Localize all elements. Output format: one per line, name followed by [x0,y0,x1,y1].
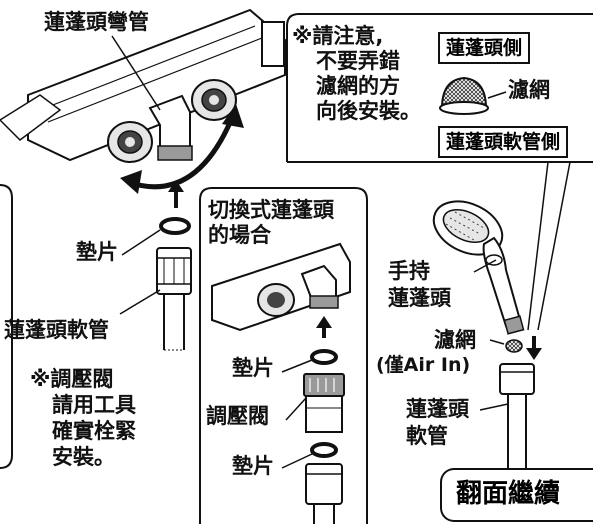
handheld-label: 手持 蓮蓬頭 [388,258,451,312]
switch-title-line-2: 的場合 [208,223,271,247]
switch-faucet-drawing [211,242,351,332]
faucet-body [0,8,286,162]
hose-side-tag: 蓮蓬頭軟管側 [438,126,569,158]
elbow-pipe-label: 蓮蓬頭彎管 [44,10,149,34]
faucet-left-connector [107,121,153,163]
valve-note: ※調壓閥 請用工具 確實栓緊 安裝。 [30,366,136,470]
hose-right-line-2: 軟管 [406,424,448,448]
small-filter-drawing [505,339,523,353]
gasket-mid-top-label: 墊片 [232,356,274,380]
gasket-mid-bottom-label: 墊片 [232,454,274,478]
left-frame [0,184,13,469]
handheld-line-1: 手持 [388,259,430,283]
valve-note-line-1: ※調壓閥 [30,367,114,391]
switch-title: 切換式蓮蓬頭 的場合 [208,198,334,248]
pressure-valve-drawing [303,373,345,433]
gasket-left-label: 墊片 [76,240,118,264]
rotation-arrow [127,117,235,190]
hose-mid-drawing [305,463,343,524]
switch-box-frame [199,187,368,524]
switch-title-line-1: 切換式蓮蓬頭 [208,198,334,222]
hose-left-drawing [156,247,192,351]
filter-note-line-1: ※請注意, [292,24,384,48]
hose-right-line-1: 蓮蓬頭 [406,397,469,421]
filter-icon-drawing [439,76,489,115]
gasket-left-drawing [159,217,191,235]
filter-direction-note: ※請注意, 不要弄錯 濾網的方 向後安裝。 [292,24,421,124]
filter-note-line-3: 濾網的方 [316,74,400,98]
hose-right-drawing [499,363,535,470]
filter-right-label: 濾網 [434,328,476,352]
note-box-frame [286,13,593,163]
filter-icon-label: 濾網 [508,78,550,102]
filter-note-line-2: 不要弄錯 [316,49,400,73]
hose-left-label: 蓮蓬頭軟管 [4,318,109,342]
valve-note-line-3: 確實栓緊 [52,419,136,443]
continue-text: 翻面繼續 [456,479,561,509]
gasket-mid-bottom-drawing [310,442,338,458]
handheld-shower-drawing [432,200,525,335]
filter-air-in-note: (僅Air In) [376,354,471,376]
hose-right-label: 蓮蓬頭 軟管 [406,396,469,450]
faucet-right-connector [191,79,237,121]
filter-note-line-4: 向後安裝。 [316,99,421,123]
pressure-valve-label: 調壓閥 [206,404,269,428]
handheld-line-2: 蓮蓬頭 [388,286,451,310]
continue-badge: 翻面繼續 [440,468,593,522]
showerhead-side-tag: 蓮蓬頭側 [438,32,531,64]
valve-note-line-4: 安裝。 [52,445,115,469]
gasket-mid-top-drawing [310,349,338,365]
valve-note-line-2: 請用工具 [52,393,136,417]
